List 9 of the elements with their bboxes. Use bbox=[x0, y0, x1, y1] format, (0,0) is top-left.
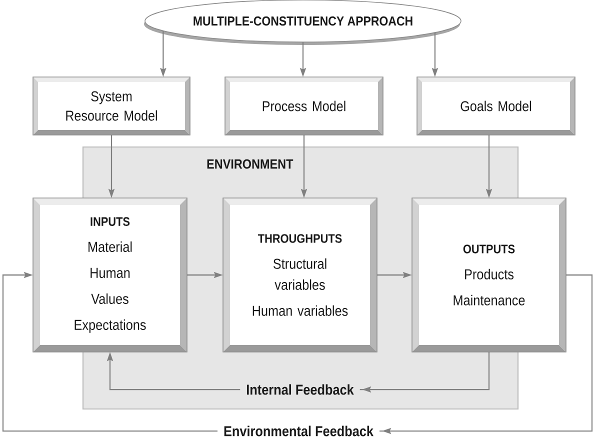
process-box: Process Model bbox=[224, 76, 384, 136]
edge-label: Internal Feedback bbox=[240, 382, 360, 397]
process-box: System Resource Model bbox=[32, 76, 190, 136]
edge-label: Environmental Feedback bbox=[218, 424, 380, 438]
ellipse-node: MULTIPLE-CONSTITUENCY APPROACH bbox=[144, 0, 462, 45]
process-box: OUTPUTS Products Maintenance bbox=[412, 198, 566, 352]
process-box: THROUGHPUTS Structural variables Human variables bbox=[222, 198, 378, 352]
process-box: Goals Model bbox=[416, 76, 576, 136]
process-box: INPUTS Material Human Values Expectations bbox=[32, 198, 188, 352]
